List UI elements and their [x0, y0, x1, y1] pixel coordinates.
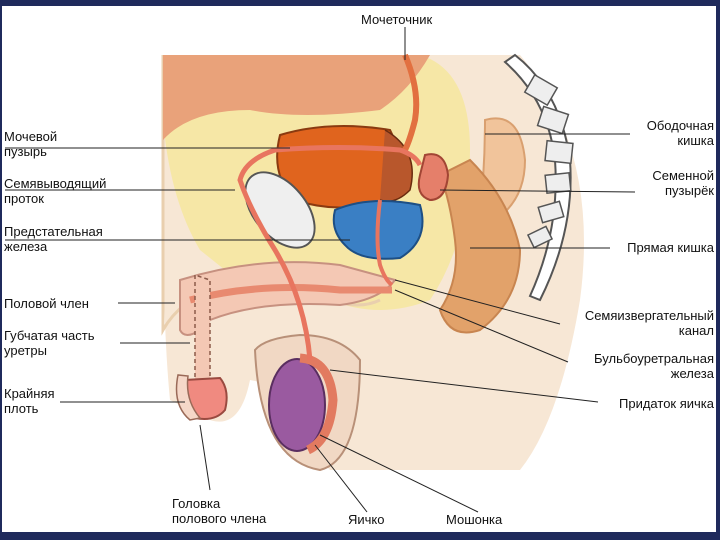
label-scrotum: Мошонка: [446, 512, 503, 527]
label-ureter: Мочеточник: [361, 12, 433, 27]
seminal-vesicle: [417, 153, 450, 202]
left-border: [0, 0, 2, 540]
label-testis: Яичко: [348, 512, 385, 527]
intestine-area: [163, 55, 430, 140]
ureter: [402, 53, 420, 152]
vertebrae: [523, 73, 574, 249]
corpus-cavernosum: [194, 273, 211, 396]
right-border: [716, 0, 720, 540]
label-penis: Половой член: [4, 296, 89, 311]
bottom-border: [0, 532, 720, 540]
top-border: [0, 0, 720, 6]
epididymis: [299, 353, 338, 455]
vas-deferens: [237, 145, 423, 361]
testis: [268, 358, 326, 452]
leader-lines: [5, 27, 636, 513]
urethra: [375, 199, 394, 287]
rectum: [438, 158, 522, 334]
label-epididymis: Придаток яичка: [619, 396, 714, 411]
foreskin: [175, 374, 202, 421]
label-rectum: Прямая кишка: [627, 240, 714, 255]
